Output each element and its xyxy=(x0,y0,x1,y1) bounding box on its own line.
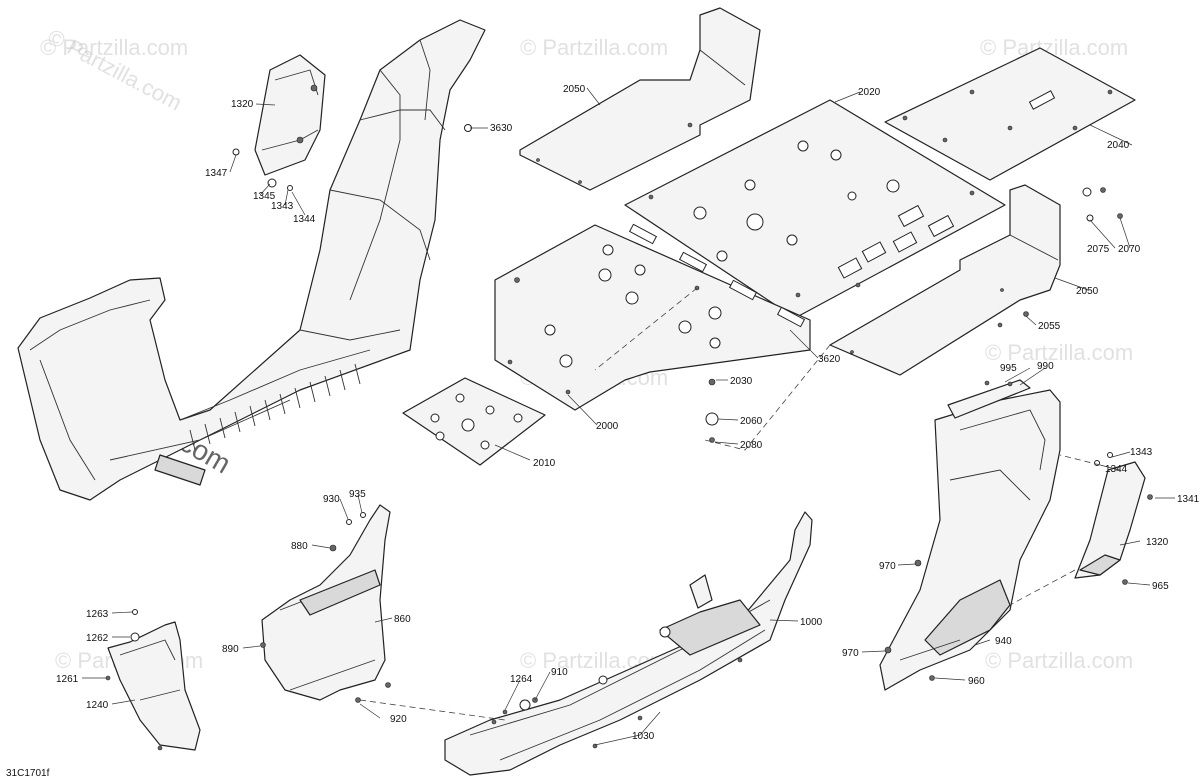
callout-960: 960 xyxy=(968,676,985,687)
callout-2055: 2055 xyxy=(1038,321,1061,332)
floor-plate-2050-lower xyxy=(829,184,1061,376)
callout-2050: 2050 xyxy=(1076,286,1099,297)
callout-995: 995 xyxy=(1000,363,1017,374)
callout-1347: 1347 xyxy=(205,168,228,179)
floor-fasteners xyxy=(705,187,1123,443)
callout-1341: 1341 xyxy=(1177,494,1200,505)
floor-plate-2040 xyxy=(884,47,1136,181)
watermark: © Partzilla.com xyxy=(985,340,1133,365)
callout-990: 990 xyxy=(1037,361,1054,372)
floor-plate-2010 xyxy=(402,377,546,466)
watermark: © Partzilla.com xyxy=(520,35,668,60)
callout-1343: 1343 xyxy=(271,201,294,212)
callout-930: 930 xyxy=(323,494,340,505)
callout-1345: 1345 xyxy=(253,191,276,202)
right-panel-fasteners xyxy=(884,559,935,681)
callout-860: 860 xyxy=(394,614,411,625)
callout-2020: 2020 xyxy=(858,87,881,98)
right-side-panel-940 xyxy=(879,389,1061,691)
floor-plate-2020 xyxy=(624,99,1006,319)
callout-1000: 1000 xyxy=(800,617,823,628)
callout-3630: 3630 xyxy=(490,123,513,134)
callout-2000: 2000 xyxy=(596,421,619,432)
part-860-panel xyxy=(261,504,391,701)
callout-2060: 2060 xyxy=(740,416,763,427)
floor-plate-2050-upper xyxy=(519,7,761,191)
callout-1030: 1030 xyxy=(632,731,655,742)
assembly-lines xyxy=(359,287,1101,721)
callout-910: 910 xyxy=(551,667,568,678)
callout-1343: 1343 xyxy=(1130,447,1153,458)
callout-1344: 1344 xyxy=(293,214,316,225)
callout-1320: 1320 xyxy=(231,99,254,110)
part-1240-panel xyxy=(105,609,201,751)
callout-1320: 1320 xyxy=(1146,537,1169,548)
callout-1261: 1261 xyxy=(56,674,79,685)
left-side-panel xyxy=(17,19,486,501)
callout-3620: 3620 xyxy=(818,354,841,365)
callout-970: 970 xyxy=(842,648,859,659)
callout-labels: 1320 1347 1345 1343 1344 3630 2050 2020 … xyxy=(56,84,1200,742)
callout-890: 890 xyxy=(222,644,239,655)
callout-1344: 1344 xyxy=(1105,464,1128,475)
callout-2040: 2040 xyxy=(1107,140,1130,151)
callout-2075: 2075 xyxy=(1087,244,1110,255)
callout-935: 935 xyxy=(349,489,366,500)
watermark: © Partzilla.com xyxy=(985,648,1133,673)
callout-2070: 2070 xyxy=(1118,244,1141,255)
callout-940: 940 xyxy=(995,636,1012,647)
callout-965: 965 xyxy=(1152,581,1169,592)
callout-2010: 2010 xyxy=(533,458,556,469)
bracket-990 xyxy=(947,379,1031,419)
callout-1262: 1262 xyxy=(86,633,109,644)
rocker-panel-1000 xyxy=(444,511,813,776)
callout-920: 920 xyxy=(390,714,407,725)
floor-plate-2000 xyxy=(494,223,811,411)
diagram-code: 31C1701f xyxy=(6,768,50,779)
callout-2080: 2080 xyxy=(740,440,763,451)
callout-1264: 1264 xyxy=(510,674,533,685)
leader-lines xyxy=(82,87,1175,746)
callout-2030: 2030 xyxy=(730,376,753,387)
callout-2050: 2050 xyxy=(563,84,586,95)
watermark: © Partzilla.com xyxy=(40,35,188,60)
callout-970: 970 xyxy=(879,561,896,572)
part-1320-panel-left xyxy=(254,54,326,176)
callout-1240: 1240 xyxy=(86,700,109,711)
callout-880: 880 xyxy=(291,541,308,552)
callout-1263: 1263 xyxy=(86,609,109,620)
part-1320-panel-right xyxy=(1074,452,1153,585)
